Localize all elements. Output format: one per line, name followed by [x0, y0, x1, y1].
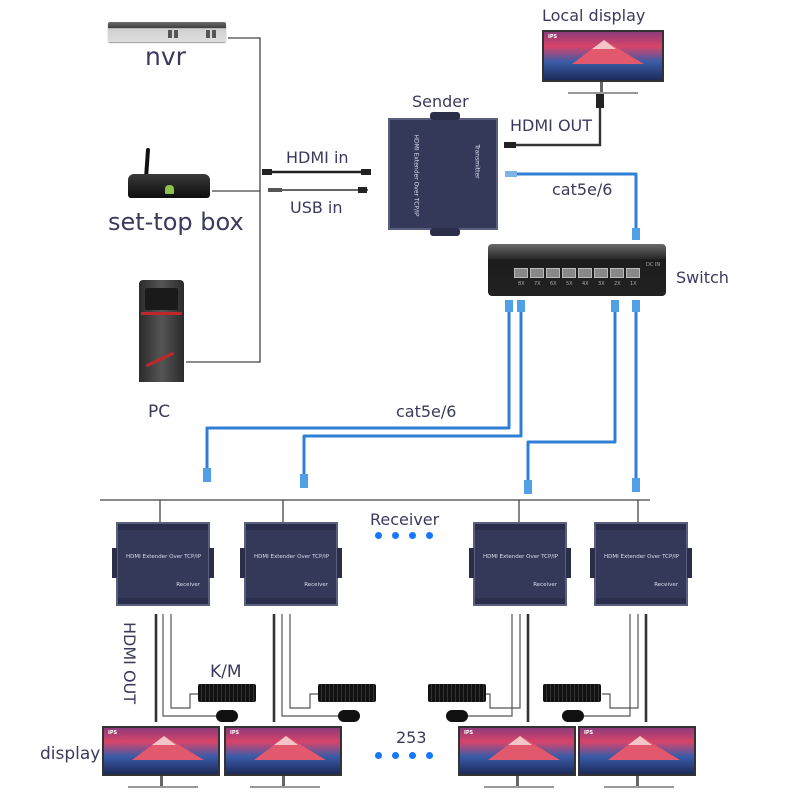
local-display-monitor-icon: IPS — [542, 30, 664, 94]
receiver-device: HDMI Extender Over TCP/IP Receiver — [112, 522, 214, 606]
receiver-device-text: HDMI Extender Over TCP/IP — [254, 554, 330, 560]
display-monitor-icon: IPS — [224, 726, 342, 788]
input-cables — [262, 169, 371, 193]
mouse-icon — [446, 710, 468, 722]
nvr-label: nvr — [145, 42, 186, 71]
port-label: 1X — [630, 281, 637, 287]
source-bus — [186, 37, 261, 363]
receiver-device: HDMI Extender Over TCP/IP Receiver — [590, 522, 692, 606]
mouse-icon — [216, 710, 238, 722]
ips-badge: IPS — [108, 730, 118, 736]
local-hdmi-cable — [504, 94, 604, 148]
uplink-cable-label: cat5e/6 — [552, 180, 613, 199]
receiver-device-subtext: Receiver — [654, 582, 678, 588]
keyboard-icon — [198, 684, 256, 702]
set-top-box-label: set-top box — [108, 208, 244, 236]
port-label: 4X — [582, 281, 589, 287]
ips-badge: IPS — [230, 730, 240, 736]
receiver-device-subtext: Receiver — [176, 582, 200, 588]
downlink-cat-cables — [205, 306, 638, 484]
nvr-icon — [108, 22, 226, 42]
km-label: K/M — [210, 662, 242, 682]
display-continuation-dots — [375, 752, 433, 759]
display-monitor-icon: IPS — [458, 726, 576, 788]
ips-badge: IPS — [548, 34, 558, 40]
keyboard-icon — [543, 684, 601, 702]
local-display-label: Local display — [542, 6, 646, 25]
cat-cable-1 — [205, 306, 511, 472]
cat-cable-2 — [302, 306, 523, 478]
android-logo-icon — [165, 185, 174, 194]
switch-label: Switch — [676, 268, 729, 287]
usb-plug — [358, 187, 367, 193]
uplink-cat-cable — [505, 171, 640, 240]
bus-line — [186, 37, 261, 363]
receiver-hdmi-out-label: HDMI OUT — [120, 622, 139, 705]
receiver-bus — [100, 499, 650, 522]
set-top-box-icon — [128, 174, 210, 198]
ips-badge: IPS — [464, 730, 474, 736]
display-monitor-icon: IPS — [578, 726, 696, 788]
downlink-cable-label: cat5e/6 — [396, 402, 457, 421]
receiver-device-text: HDMI Extender Over TCP/IP — [483, 554, 559, 560]
keyboard-icon — [428, 684, 486, 702]
cat-cable-3 — [526, 306, 617, 484]
sender-device: HDMI Extender Over TCP/IP Transmitter — [388, 112, 498, 236]
hdmi-plug — [361, 169, 371, 175]
port-label: 5X — [566, 281, 573, 287]
receiver-label: Receiver — [370, 510, 440, 529]
pc-tower-icon — [139, 280, 184, 382]
receiver-output-cables — [154, 614, 648, 722]
port-label: 6X — [550, 281, 557, 287]
sender-device-text: HDMI Extender Over TCP/IP — [412, 134, 420, 217]
sender-label: Sender — [412, 92, 469, 111]
rj45-plugs — [203, 300, 640, 494]
receiver-device-text: HDMI Extender Over TCP/IP — [126, 554, 202, 560]
usb-plug — [268, 188, 282, 192]
keyboard-icon — [318, 684, 376, 702]
receiver-device: HDMI Extender Over TCP/IP Receiver — [240, 522, 342, 606]
receiver-continuation-dots — [375, 532, 433, 539]
ips-badge: IPS — [584, 730, 594, 736]
pc-label: PC — [148, 402, 171, 422]
receiver-device-subtext: Receiver — [304, 582, 328, 588]
hdmi-in-label: HDMI in — [286, 148, 349, 167]
display-count-label: 253 — [396, 728, 427, 747]
hdmi-plug — [262, 169, 272, 175]
usb-in-label: USB in — [290, 198, 343, 217]
receiver-device-text: HDMI Extender Over TCP/IP — [604, 554, 680, 560]
display-monitor-icon: IPS — [102, 726, 220, 788]
port-label: 7X — [534, 281, 541, 287]
receiver-device-subtext: Receiver — [533, 582, 557, 588]
port-label: 3X — [598, 281, 605, 287]
dc-in-label: DC IN — [646, 262, 661, 268]
port-label: 2X — [614, 281, 621, 287]
mouse-icon — [338, 710, 360, 722]
mouse-icon — [562, 710, 584, 722]
receiver-device: HDMI Extender Over TCP/IP Receiver — [469, 522, 571, 606]
hdmi-out-label: HDMI OUT — [510, 116, 593, 135]
network-switch-icon: 8X 7X 6X 5X 4X 3X 2X 1X DC IN — [488, 244, 666, 296]
port-label: 8X — [518, 281, 525, 287]
display-label: display — [40, 744, 101, 764]
sender-device-subtext: Transmitter — [473, 144, 481, 179]
